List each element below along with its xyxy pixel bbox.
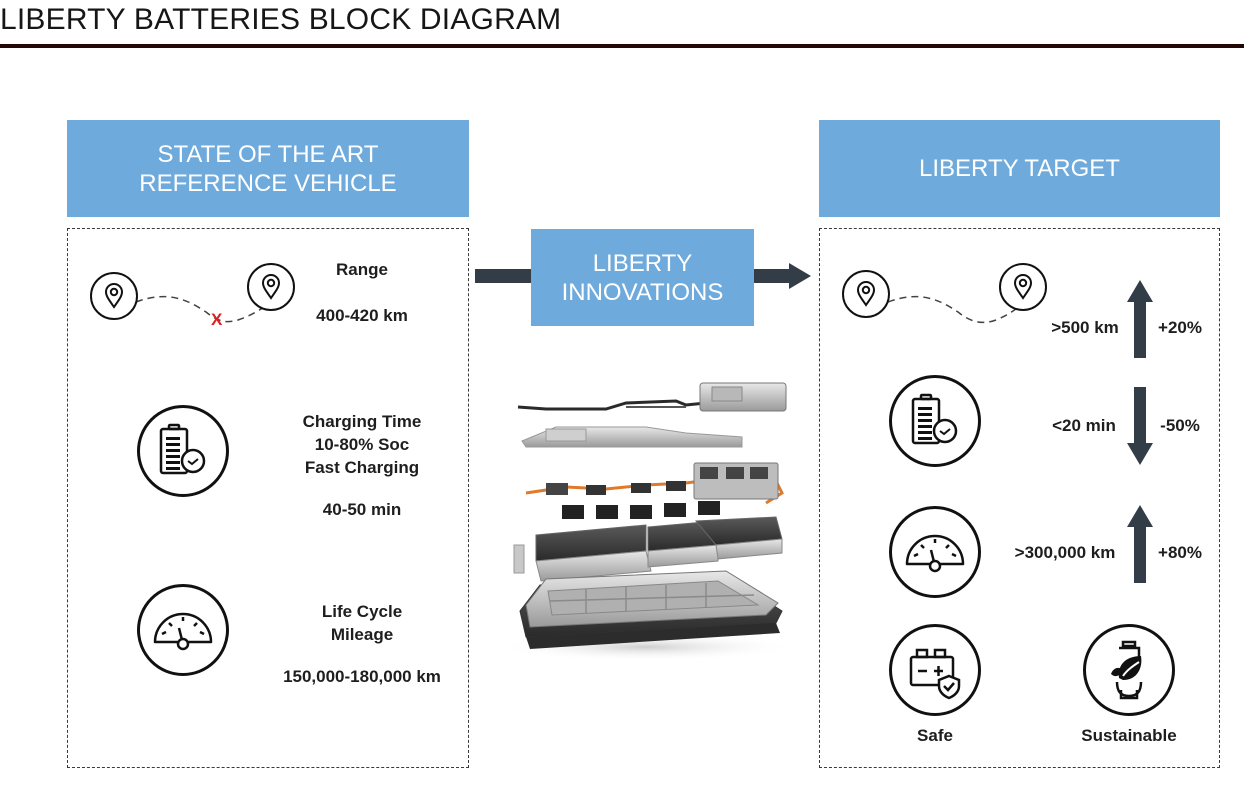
liberty-target-title: LIBERTY TARGET bbox=[919, 155, 1120, 182]
liberty-target-panel bbox=[819, 228, 1220, 768]
charging-down-arrow-icon bbox=[1127, 387, 1153, 465]
target-battery-clock-icon bbox=[889, 375, 981, 467]
page-title: LIBERTY BATTERIES BLOCK DIAGRAM bbox=[0, 3, 562, 36]
range-fail-x-icon: X bbox=[211, 310, 223, 329]
charging-value: 40-50 min bbox=[322, 500, 402, 519]
speedometer-icon bbox=[137, 584, 229, 676]
route-dashed-line bbox=[135, 295, 267, 323]
range-value: 400-420 km bbox=[316, 306, 408, 325]
flow-arrow-right-segment bbox=[754, 269, 790, 283]
end-pin-icon bbox=[247, 263, 295, 311]
state-of-art-title-line1: STATE OF THE ART bbox=[157, 140, 379, 168]
target-end-pin-icon bbox=[999, 263, 1047, 311]
target-route-graphic bbox=[840, 260, 1060, 340]
range-label: Range bbox=[336, 260, 388, 279]
range-up-arrow-icon bbox=[1127, 280, 1153, 358]
title-divider bbox=[0, 44, 1244, 48]
target-speedometer-icon bbox=[889, 506, 981, 598]
mileage-value: 150,000-180,000 km bbox=[283, 667, 441, 686]
target-mileage-change: +80% bbox=[1158, 543, 1202, 562]
sustainable-label: Sustainable bbox=[1081, 726, 1177, 745]
charging-label-line3: Fast Charging bbox=[304, 458, 420, 477]
exploded-battery-pack-image bbox=[486, 375, 796, 665]
target-route-dashed-line bbox=[887, 295, 1021, 324]
start-pin-icon bbox=[90, 272, 138, 320]
target-mileage-value: >300,000 km bbox=[1014, 543, 1116, 562]
liberty-innovations-box: LIBERTY INNOVATIONS bbox=[531, 229, 754, 326]
target-range-value: >500 km bbox=[1051, 318, 1119, 337]
range-route-graphic bbox=[88, 260, 308, 340]
state-of-art-panel bbox=[67, 228, 469, 768]
battery-clock-icon bbox=[137, 405, 229, 497]
charging-label-line1: Charging Time bbox=[302, 412, 422, 431]
mileage-label-line2: Mileage bbox=[330, 625, 394, 644]
safe-label: Safe bbox=[917, 726, 953, 745]
state-of-art-title-line2: REFERENCE VEHICLE bbox=[139, 169, 397, 197]
liberty-target-header: LIBERTY TARGET bbox=[819, 120, 1220, 217]
mileage-label-line1: Life Cycle bbox=[321, 602, 403, 621]
battery-leaf-icon bbox=[1083, 624, 1175, 716]
target-range-change: +20% bbox=[1158, 318, 1202, 337]
state-of-art-header: STATE OF THE ART REFERENCE VEHICLE bbox=[67, 120, 469, 217]
target-start-pin-icon bbox=[842, 270, 890, 318]
battery-shield-icon bbox=[889, 624, 981, 716]
mileage-label: Life Cycle Mileage bbox=[292, 600, 432, 646]
liberty-innovations-line1: LIBERTY bbox=[592, 249, 693, 277]
flow-arrow-left-segment bbox=[475, 269, 531, 283]
flow-arrow-head-icon bbox=[789, 263, 813, 289]
liberty-innovations-line2: INNOVATIONS bbox=[561, 278, 724, 306]
target-charging-change: -50% bbox=[1160, 416, 1200, 435]
target-charging-value: <20 min bbox=[1052, 416, 1116, 435]
charging-label: Charging Time 10-80% Soc Fast Charging bbox=[272, 410, 452, 479]
mileage-up-arrow-icon bbox=[1127, 505, 1153, 583]
charging-label-line2: 10-80% Soc bbox=[314, 435, 410, 454]
